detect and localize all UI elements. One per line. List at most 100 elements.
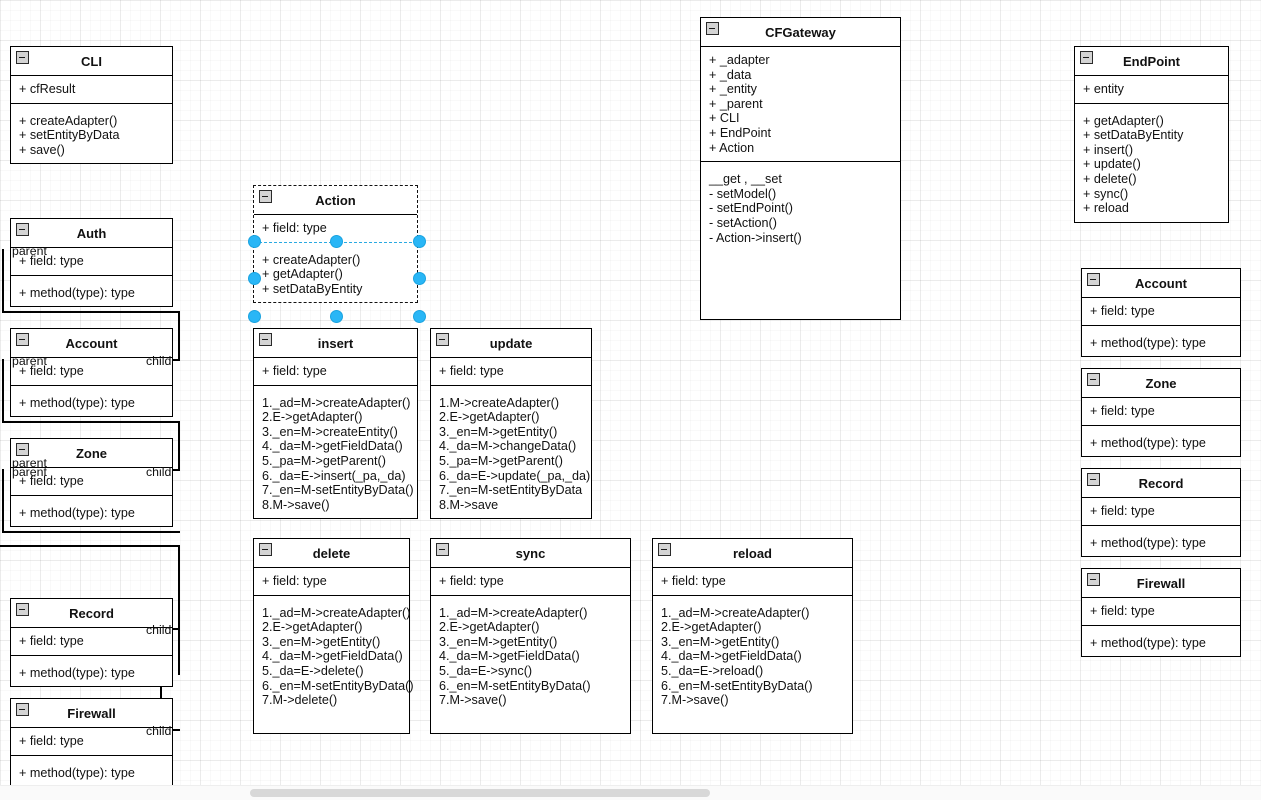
resize-handle[interactable] xyxy=(412,309,426,323)
uml-class-firewall-right[interactable]: Firewall+ field: type+ method(type): typ… xyxy=(1081,568,1241,658)
methods-compartment[interactable]: 1.M->createAdapter()2.E->getAdapter()3._… xyxy=(431,384,591,519)
methods-compartment[interactable]: + method(type): type xyxy=(1082,624,1240,657)
connector-line[interactable] xyxy=(178,311,180,359)
attributes-compartment[interactable]: + field: type xyxy=(431,358,591,385)
uml-class-account-right[interactable]: Account+ field: type+ method(type): type xyxy=(1081,268,1241,358)
resize-handle[interactable] xyxy=(330,234,343,248)
collapse-minus-icon[interactable] xyxy=(259,333,272,346)
methods-compartment[interactable]: + method(type): type xyxy=(11,274,172,307)
collapse-minus-icon[interactable] xyxy=(16,223,29,236)
attribute-row: + _parent xyxy=(709,96,763,111)
connector-line[interactable] xyxy=(2,469,4,531)
methods-compartment[interactable]: + method(type): type xyxy=(11,654,172,687)
attributes-compartment[interactable]: + field: type xyxy=(1082,398,1240,425)
methods-compartment[interactable]: 1._ad=M->createAdapter()2.E->getAdapter(… xyxy=(254,594,414,714)
attributes-compartment[interactable]: + field: type xyxy=(431,568,630,595)
collapse-minus-icon[interactable] xyxy=(706,22,719,35)
attributes-compartment[interactable]: + field: type xyxy=(1082,498,1240,525)
methods-compartment[interactable]: + createAdapter()+ setEntityByData+ save… xyxy=(11,102,172,164)
collapse-minus-icon[interactable] xyxy=(1087,573,1100,586)
collapse-minus-icon[interactable] xyxy=(259,190,272,203)
methods-compartment[interactable]: 1._ad=M->createAdapter()2.E->getAdapter(… xyxy=(254,384,417,519)
resize-handle[interactable] xyxy=(247,234,261,248)
connector-line[interactable] xyxy=(2,249,4,311)
connector-line[interactable] xyxy=(2,421,180,423)
uml-class-account-left[interactable]: Account+ field: type+ method(type): type xyxy=(10,328,173,418)
attributes-compartment[interactable]: + field: type xyxy=(653,568,852,595)
uml-class-record-left[interactable]: Record+ field: type+ method(type): type xyxy=(10,598,173,688)
uml-class-firewall-left[interactable]: Firewall+ field: type+ method(type): typ… xyxy=(10,698,173,788)
attributes-compartment[interactable]: + field: type xyxy=(11,728,172,755)
uml-class-zone-right[interactable]: Zone + field: type+ method(type): type xyxy=(1081,368,1241,458)
methods-compartment[interactable]: 1._ad=M->createAdapter()2.E->getAdapter(… xyxy=(431,594,630,714)
resize-handle[interactable] xyxy=(330,309,343,323)
connector-line[interactable] xyxy=(2,359,4,421)
collapse-minus-icon[interactable] xyxy=(16,333,29,346)
attributes-compartment[interactable]: + field: type xyxy=(254,568,409,595)
collapse-minus-icon[interactable] xyxy=(16,51,29,64)
resize-handle[interactable] xyxy=(247,309,261,323)
collapse-minus-icon[interactable] xyxy=(16,443,29,456)
connector-line[interactable] xyxy=(0,545,180,547)
uml-class-cfgateway[interactable]: CFGateway+ _adapter+ _data+ _entity+ _pa… xyxy=(700,17,901,320)
attribute-row: + field: type xyxy=(439,364,504,378)
methods-compartment[interactable]: + method(type): type xyxy=(11,384,172,417)
methods-compartment[interactable]: + getAdapter()+ setDataByEntity+ insert(… xyxy=(1075,102,1228,222)
methods-compartment[interactable]: + method(type): type xyxy=(11,754,172,787)
uml-class-cli[interactable]: CLI+ cfResult+ createAdapter()+ setEntit… xyxy=(10,46,173,165)
collapse-minus-icon[interactable] xyxy=(1087,373,1100,386)
attributes-compartment[interactable]: + field: type xyxy=(254,358,417,385)
resize-handle[interactable] xyxy=(412,272,426,285)
uml-class-record-right[interactable]: Record+ field: type+ method(type): type xyxy=(1081,468,1241,558)
uml-class-zone-left[interactable]: Zone+ field: type+ method(type): type xyxy=(10,438,173,528)
attributes-compartment[interactable]: + field: type xyxy=(11,468,172,495)
collapse-minus-icon[interactable] xyxy=(658,543,671,556)
connector-line[interactable] xyxy=(178,421,180,469)
collapse-minus-icon[interactable] xyxy=(1087,473,1100,486)
attributes-compartment[interactable]: + field: type xyxy=(11,358,172,385)
attributes-compartment[interactable]: + field: type xyxy=(1082,598,1240,625)
uml-class-endpoint[interactable]: EndPoint+ entity+ getAdapter()+ setDataB… xyxy=(1074,46,1229,223)
collapse-minus-icon[interactable] xyxy=(1087,273,1100,286)
methods-compartment[interactable]: __get , __set- setModel()- setEndPoint()… xyxy=(701,161,900,251)
collapse-minus-icon[interactable] xyxy=(16,703,29,716)
methods-compartment[interactable]: + method(type): type xyxy=(1082,324,1240,357)
attributes-compartment[interactable]: + field: type xyxy=(11,628,172,655)
collapse-minus-icon[interactable] xyxy=(436,333,449,346)
uml-class-auth-left[interactable]: Auth+ field: type+ method(type): type xyxy=(10,218,173,308)
collapse-minus-icon[interactable] xyxy=(259,543,272,556)
collapse-minus-icon[interactable] xyxy=(16,603,29,616)
resize-handle[interactable] xyxy=(412,234,426,248)
class-name: insert xyxy=(317,336,354,351)
connector-line[interactable] xyxy=(2,311,180,313)
horizontal-scrollbar[interactable] xyxy=(0,785,1261,800)
connector-label: child xyxy=(146,354,172,368)
methods-compartment[interactable]: + method(type): type xyxy=(1082,424,1240,457)
attributes-compartment[interactable]: + cfResult xyxy=(11,76,172,103)
method-row: 4._da=M->getFieldData() xyxy=(439,649,580,664)
horizontal-scrollbar-thumb[interactable] xyxy=(250,789,710,797)
collapse-minus-icon[interactable] xyxy=(436,543,449,556)
methods-compartment[interactable]: + createAdapter()+ getAdapter()+ setData… xyxy=(254,241,417,303)
connector-line[interactable] xyxy=(178,545,180,675)
attribute-row: + field: type xyxy=(19,254,84,268)
attributes-compartment[interactable]: + field: type xyxy=(11,248,172,275)
methods-compartment[interactable]: + method(type): type xyxy=(11,494,172,527)
attributes-compartment[interactable]: + field: type xyxy=(254,215,417,242)
selection-handles xyxy=(247,234,426,323)
methods-compartment[interactable]: 1._ad=M->createAdapter()2.E->getAdapter(… xyxy=(653,594,852,714)
attributes-compartment[interactable]: + entity xyxy=(1075,76,1228,103)
collapse-minus-icon[interactable] xyxy=(1080,51,1093,64)
resize-handle[interactable] xyxy=(247,272,261,285)
class-name: Zone xyxy=(1145,376,1177,391)
connector-line[interactable] xyxy=(2,531,180,533)
attributes-compartment[interactable]: + _adapter+ _data+ _entity+ _parent+ CLI… xyxy=(701,47,900,161)
methods-compartment[interactable]: + method(type): type xyxy=(1082,524,1240,557)
attributes-compartment[interactable]: + field: type xyxy=(1082,298,1240,325)
